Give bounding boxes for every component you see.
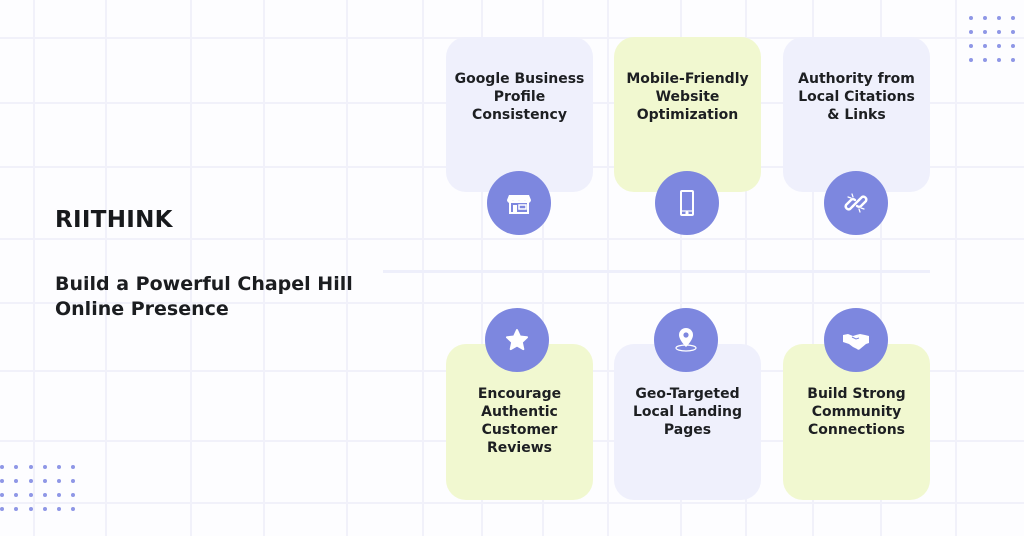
grid-line: [346, 0, 348, 536]
grid-line: [0, 238, 1024, 240]
grid-line: [105, 0, 107, 536]
chain-link-icon: [824, 171, 888, 235]
star-icon: [485, 308, 549, 372]
grid-line: [481, 0, 483, 536]
card-title: Google Business Profile Consistency: [454, 71, 585, 123]
grid-line: [812, 0, 814, 536]
card-google-business-profile: Google Business Profile Consistency: [446, 37, 593, 192]
grid-line: [955, 0, 957, 536]
card-customer-reviews: Encourage Authentic Customer Reviews: [446, 344, 593, 500]
handshake-icon: [824, 308, 888, 372]
storefront-icon: [487, 171, 551, 235]
grid-line: [263, 0, 265, 536]
card-title: Encourage Authentic Customer Reviews: [477, 386, 562, 456]
grid-line: [33, 0, 35, 536]
page-title: Build a Powerful Chapel Hill Online Pres…: [55, 273, 353, 320]
grid-line: [0, 302, 1024, 304]
smartphone-icon: [655, 171, 719, 235]
grid-line: [680, 0, 682, 536]
card-title: Build Strong Community Connections: [807, 386, 906, 438]
card-title: Mobile-Friendly Website Optimization: [626, 71, 749, 123]
grid-line: [607, 0, 609, 536]
brand-logo: RIITHINK: [55, 207, 173, 233]
grid-line: [542, 0, 544, 536]
card-local-landing-pages: Geo-Targeted Local Landing Pages: [614, 344, 761, 500]
map-pin-icon: [654, 308, 718, 372]
card-local-citations: Authority from Local Citations & Links: [783, 37, 930, 192]
divider: [383, 270, 930, 273]
dot-pattern-top-right: [964, 11, 1020, 67]
grid-line: [422, 0, 424, 536]
card-title: Authority from Local Citations & Links: [798, 71, 915, 123]
card-mobile-friendly: Mobile-Friendly Website Optimization: [614, 37, 761, 192]
grid-line: [190, 0, 192, 536]
grid-line: [880, 0, 882, 536]
card-title: Geo-Targeted Local Landing Pages: [632, 386, 743, 438]
dot-pattern-bottom-left: [0, 460, 81, 516]
grid-line: [0, 502, 1024, 504]
grid-line: [745, 0, 747, 536]
